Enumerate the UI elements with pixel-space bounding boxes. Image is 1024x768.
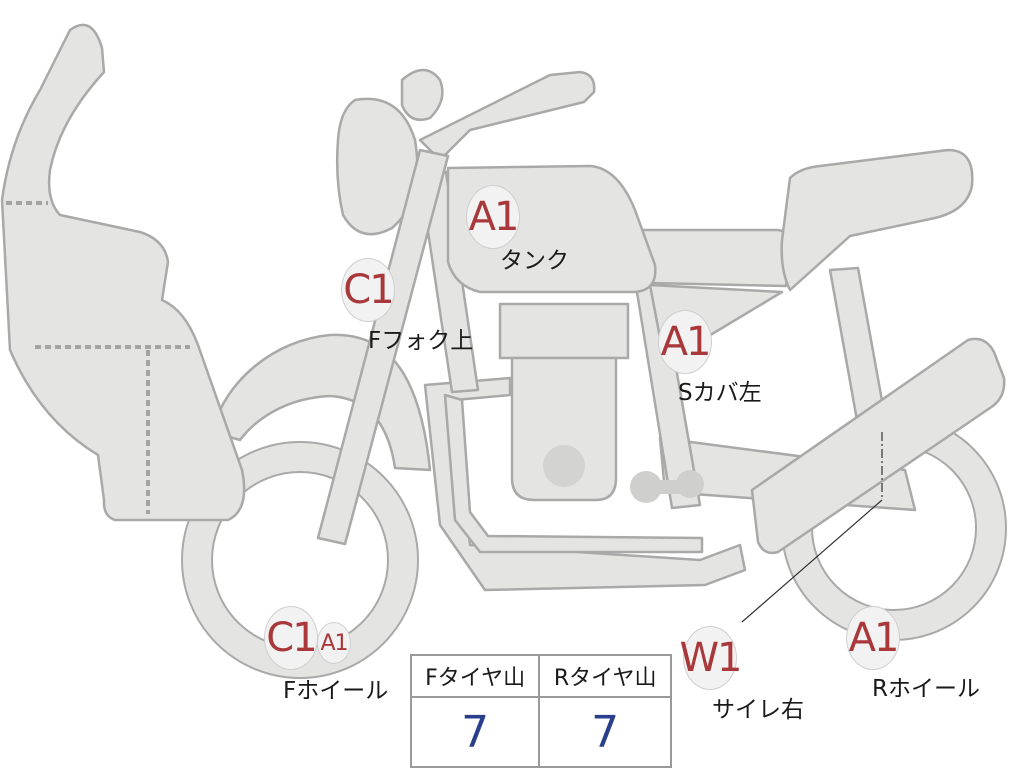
code-badge-front-wheel: C1 [264,606,318,670]
label-rear-wheel: Rホイール [872,676,980,702]
label-side-cover-left: Sカバ左 [678,380,762,406]
rear-tread-header: Rタイヤ山 [538,654,672,698]
front-tread-header: Fタイヤ山 [409,654,541,698]
mirror [400,68,444,122]
tread-header-row: Fタイヤ山 Rタイヤ山 [409,654,672,698]
label-muffler-right: サイレ右 [712,697,804,723]
fairing-seams [6,201,190,514]
front-fairing [0,23,246,522]
rear-tread-value: 7 [538,696,672,768]
tread-depth-table: Fタイヤ山 Rタイヤ山 7 7 [409,654,672,768]
code-badge-tank: A1 [466,185,520,249]
label-tank: タンク [500,248,569,274]
tread-value-row: 7 7 [409,696,672,768]
muffler [750,337,1006,555]
muffler-leader [741,499,883,623]
handlebar [418,70,596,162]
exhaust-pipe [443,393,704,554]
engine [498,302,630,502]
code-badge-fork-upper: C1 [341,258,395,322]
code-badge-rear-wheel: A1 [846,606,900,670]
front-tread-value: 7 [409,696,541,768]
foot-peg [630,470,704,503]
code-badge-muffler-right: W1 [680,626,743,690]
front-fork [316,148,450,546]
code-badge-side-cover-left: A1 [658,310,712,374]
rear-cowl [780,148,974,292]
code-badge-front-wheel-extra: A1 [317,622,351,664]
label-fork-upper: Fフォク上 [368,328,474,354]
headlight [335,97,419,236]
label-front-wheel: Fホイール [283,678,389,704]
seat [636,228,794,288]
